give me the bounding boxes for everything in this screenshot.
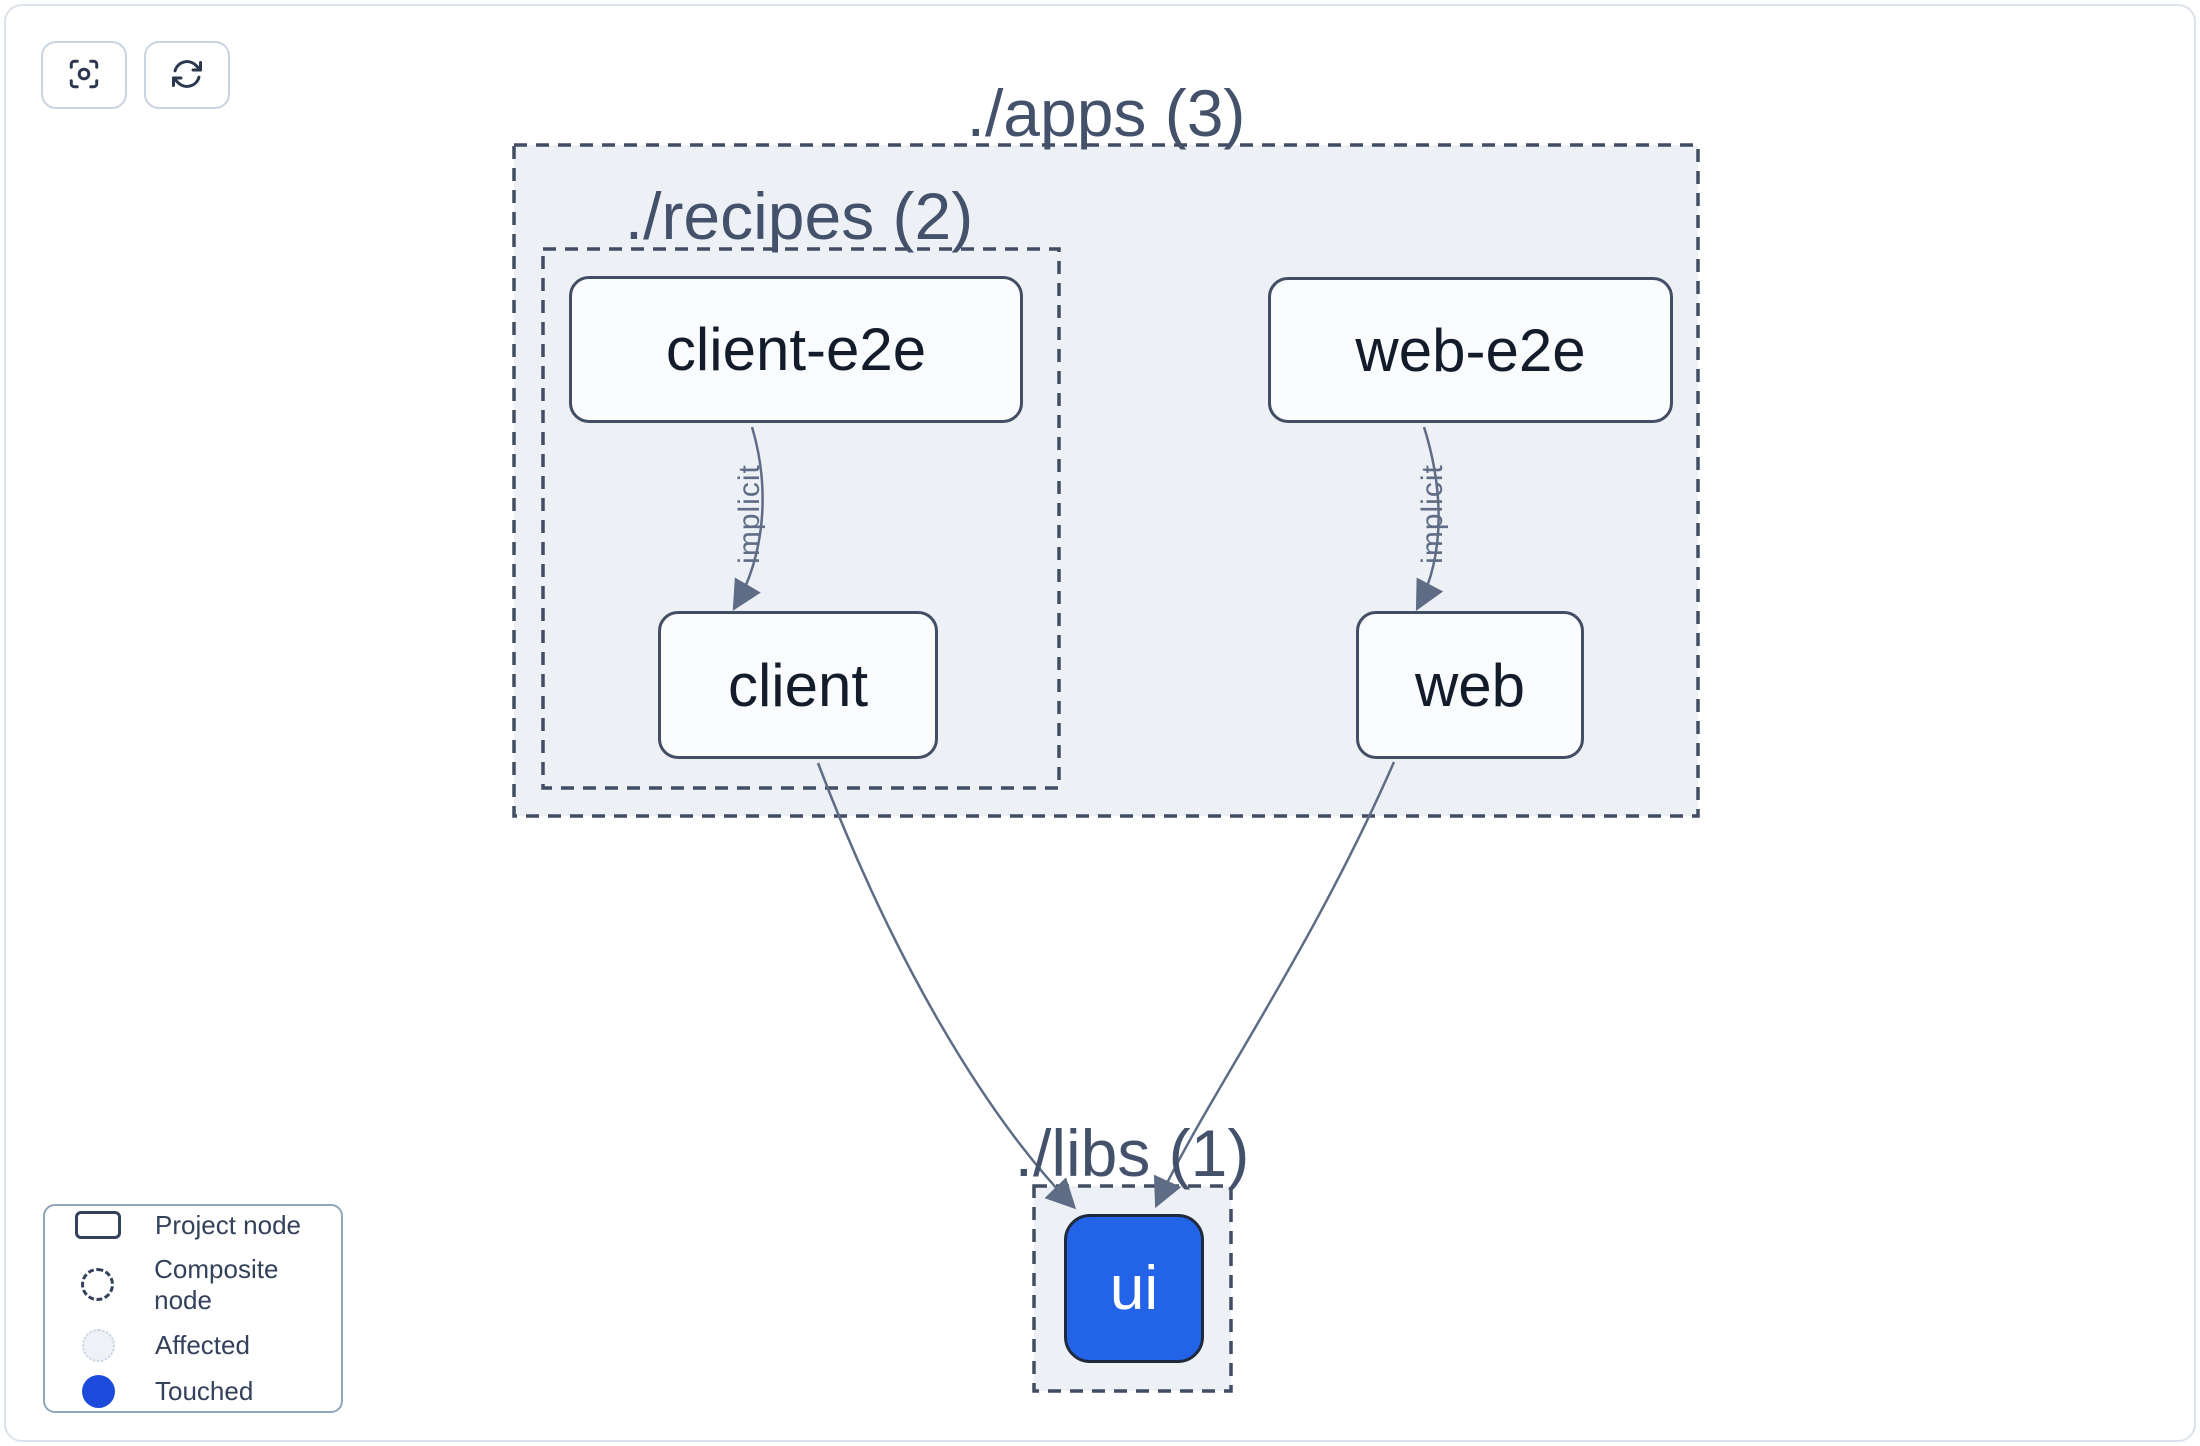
group-title-apps[interactable]: ./apps (3) xyxy=(966,76,1246,150)
legend-row-affected: Affected xyxy=(45,1328,341,1362)
composite-node-swatch xyxy=(65,1268,130,1301)
project-node-client[interactable]: client xyxy=(658,611,938,759)
center-graph-button[interactable] xyxy=(41,41,127,109)
project-node-client-e2e[interactable]: client-e2e xyxy=(569,276,1023,423)
crosshair-focus-icon xyxy=(66,56,102,95)
touched-swatch xyxy=(65,1374,131,1408)
edge-client-e2e-to-client[interactable] xyxy=(732,426,764,611)
edge-web-e2e-to-web[interactable] xyxy=(1415,426,1444,611)
group-title-recipes[interactable]: ./recipes (2) xyxy=(624,179,974,253)
refresh-button[interactable] xyxy=(144,41,230,109)
legend-label: Affected xyxy=(155,1329,250,1360)
legend-row-project-node: Project node xyxy=(45,1210,341,1241)
legend-row-touched: Touched xyxy=(45,1374,341,1408)
graph-toolbar xyxy=(41,41,230,109)
project-node-ui-touched[interactable]: ui xyxy=(1064,1214,1204,1363)
group-title-libs[interactable]: ./libs (1) xyxy=(1014,1116,1250,1190)
edge-client-to-ui[interactable] xyxy=(816,762,1077,1210)
project-node-web[interactable]: web xyxy=(1356,611,1584,759)
project-node-web-e2e[interactable]: web-e2e xyxy=(1268,277,1673,423)
legend-row-composite-node: Composite node xyxy=(45,1254,341,1316)
edge-label-implicit-client: implicit xyxy=(733,464,766,564)
refresh-icon xyxy=(169,56,205,95)
legend-label: Composite node xyxy=(154,1253,279,1315)
legend-label: Touched xyxy=(155,1375,254,1406)
edge-label-implicit-web: implicit xyxy=(1416,464,1449,564)
graph-canvas[interactable]: ./apps (3) ./recipes (2) ./libs (1) impl… xyxy=(4,4,2196,1442)
affected-swatch xyxy=(65,1328,131,1362)
project-node-swatch xyxy=(65,1211,131,1239)
legend-label: Project node xyxy=(155,1209,301,1240)
edge-web-to-ui[interactable] xyxy=(1153,761,1396,1209)
graph-legend: Project node Composite node Affected Tou… xyxy=(43,1204,343,1413)
